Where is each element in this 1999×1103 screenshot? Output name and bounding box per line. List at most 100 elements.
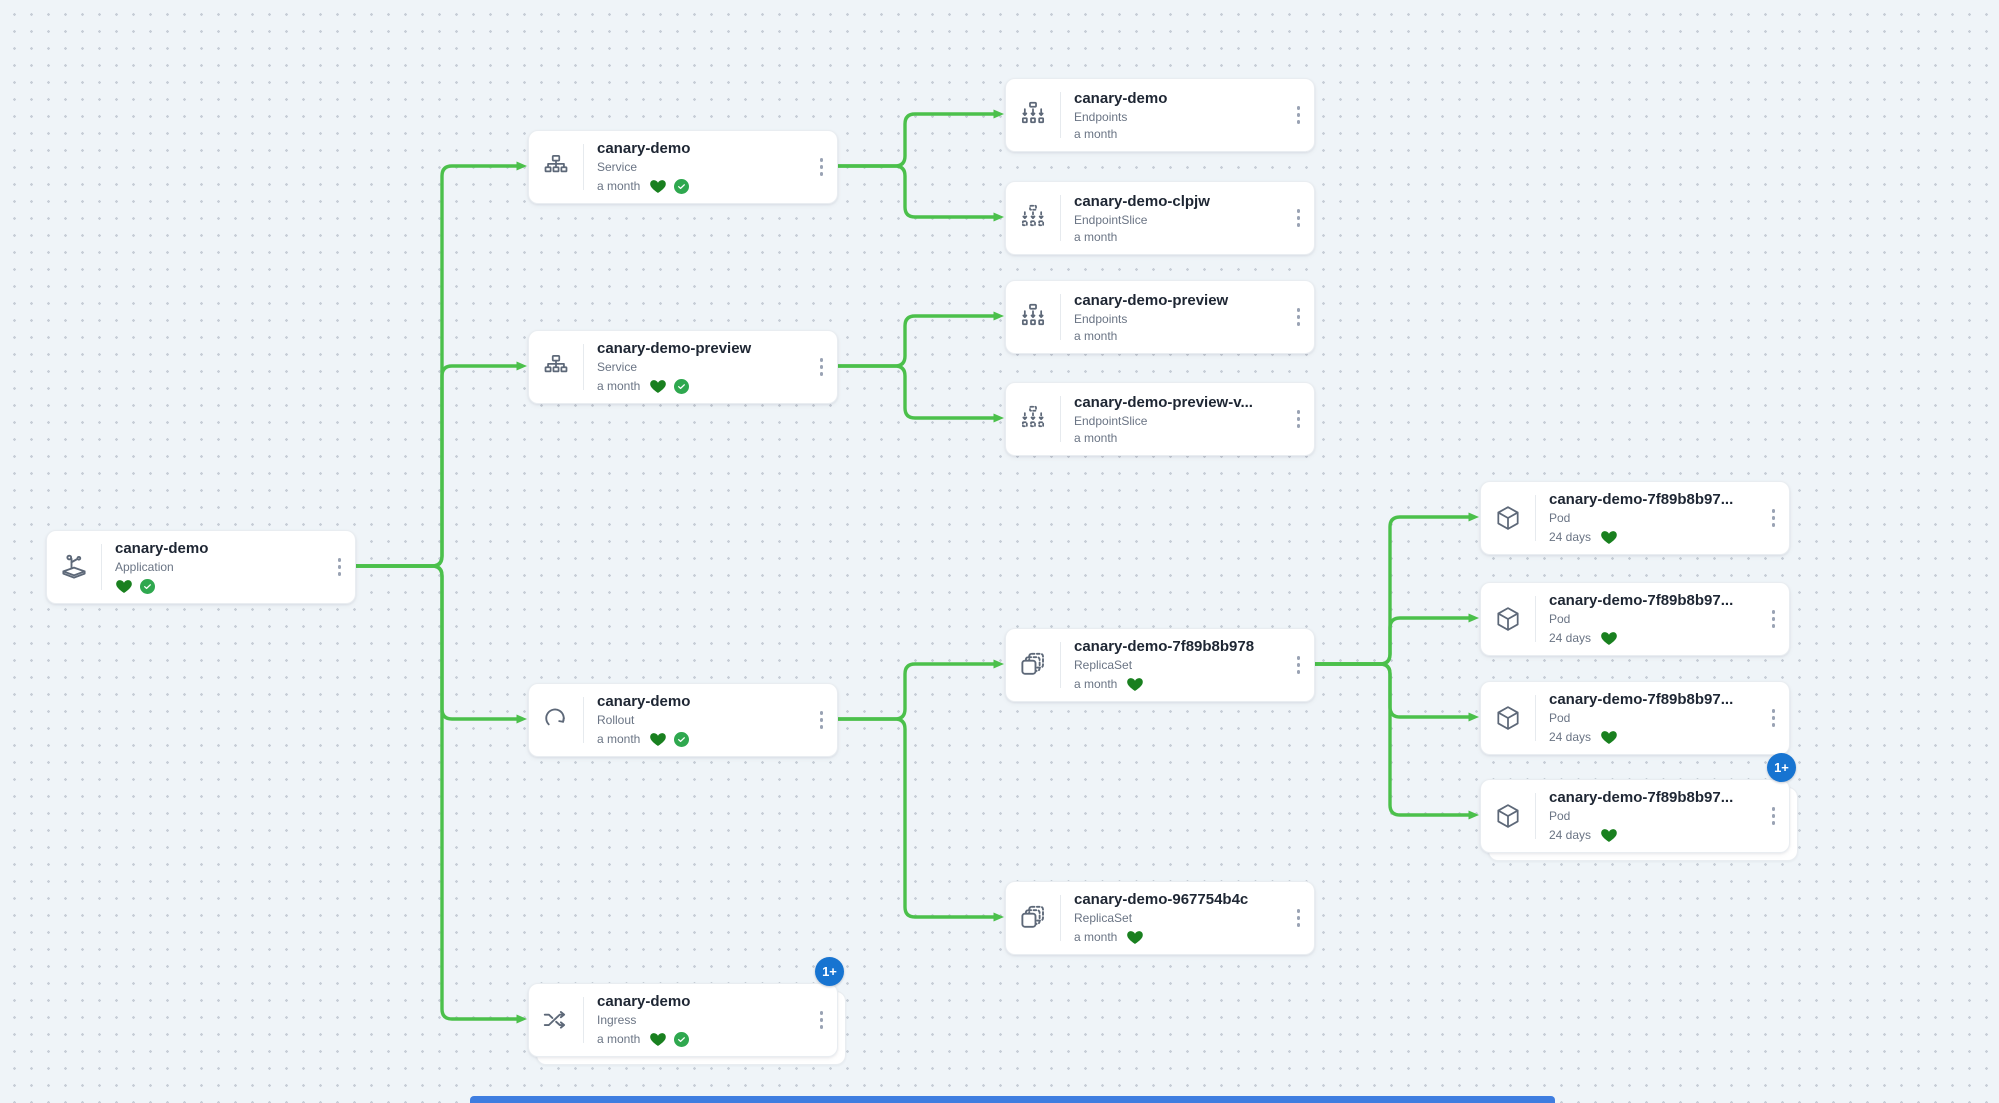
- resource-age: a month: [1074, 230, 1118, 245]
- resource-title: canary-demo-7f89b8b97...: [1549, 788, 1734, 806]
- resource-title: canary-demo-7f89b8b97...: [1549, 490, 1734, 508]
- service-icon: [529, 353, 583, 381]
- edge-rs-7f89b8b978-to-pod-4: [1311, 662, 1479, 820]
- sync-check-icon: [674, 178, 690, 194]
- pod-icon: [1481, 704, 1535, 732]
- endpoints-icon: [1006, 101, 1060, 129]
- resource-age: a month: [597, 1032, 641, 1047]
- card-divider: [583, 997, 584, 1043]
- resource-title: canary-demo-preview-v...: [1074, 393, 1253, 411]
- card-text: canary-demo-preview-v... EndpointSlice a m…: [1061, 394, 1291, 444]
- node-menu-button[interactable]: [1291, 98, 1307, 132]
- resource-kind: Pod: [1549, 808, 1571, 823]
- resource-kind: Pod: [1549, 611, 1571, 626]
- card-divider: [1060, 92, 1061, 138]
- node-menu-button[interactable]: [814, 350, 830, 384]
- card-divider: [101, 544, 102, 590]
- resource-kind: Pod: [1549, 510, 1571, 525]
- health-heart-icon: [1601, 829, 1617, 843]
- card-divider: [1535, 695, 1536, 741]
- card-divider: [1060, 895, 1061, 941]
- replicaset-icon: [1006, 903, 1060, 933]
- ingress-icon: [529, 1005, 583, 1035]
- node-menu-button[interactable]: [1291, 402, 1307, 436]
- health-heart-icon: [1601, 632, 1617, 646]
- more-items-badge[interactable]: 1+: [815, 957, 844, 986]
- node-menu-button[interactable]: [814, 150, 830, 184]
- resource-kind: EndpointSlice: [1074, 413, 1148, 428]
- edge-svc-preview-to-eps-preview: [834, 364, 1004, 423]
- resource-age: a month: [597, 379, 641, 394]
- node-menu-button[interactable]: [1766, 602, 1782, 636]
- horizontal-scrollbar[interactable]: [470, 1096, 1555, 1103]
- node-menu-button[interactable]: [1291, 648, 1307, 682]
- health-heart-icon: [116, 580, 132, 594]
- endpointslice-icon: [1006, 204, 1060, 232]
- sync-check-icon: [674, 378, 690, 394]
- more-items-badge[interactable]: 1+: [1767, 753, 1796, 782]
- node-menu-button[interactable]: [332, 550, 348, 584]
- node-menu-button[interactable]: [1291, 201, 1307, 235]
- resource-title: canary-demo: [1074, 89, 1168, 107]
- node-menu-button[interactable]: [1766, 799, 1782, 833]
- resource-age: a month: [1074, 930, 1118, 945]
- node-menu-button[interactable]: [1291, 300, 1307, 334]
- node-eps-preview[interactable]: canary-demo-preview-v... EndpointSlice a m…: [1005, 382, 1315, 456]
- resource-title: canary-demo-7f89b8b97...: [1549, 690, 1734, 708]
- resource-age: a month: [1074, 127, 1118, 142]
- health-heart-icon: [650, 180, 667, 194]
- resource-age: 24 days: [1549, 730, 1592, 745]
- resource-age: a month: [597, 179, 641, 194]
- card-divider: [1060, 294, 1061, 340]
- service-icon: [529, 153, 583, 181]
- resource-kind: Application: [115, 559, 174, 574]
- node-menu-button[interactable]: [814, 703, 830, 737]
- node-menu-button[interactable]: [814, 1003, 830, 1037]
- edge-svc-canary-demo-to-ep-canary-demo: [834, 109, 1004, 168]
- card-divider: [1535, 596, 1536, 642]
- resource-kind: Service: [597, 359, 638, 374]
- resource-kind: Ingress: [597, 1012, 637, 1027]
- node-menu-button[interactable]: [1766, 501, 1782, 535]
- pod-icon: [1481, 605, 1535, 633]
- node-pod-1[interactable]: canary-demo-7f89b8b97... Pod 24 days: [1480, 481, 1790, 555]
- resource-title: canary-demo: [597, 992, 691, 1010]
- resource-age: 24 days: [1549, 530, 1592, 545]
- application-icon: [47, 552, 101, 582]
- resource-age: a month: [1074, 431, 1118, 446]
- resource-age: a month: [1074, 329, 1118, 344]
- edge-app-root-to-svc-preview: [352, 361, 527, 568]
- resource-age: 24 days: [1549, 631, 1592, 646]
- sync-check-icon: [674, 731, 690, 747]
- node-menu-button[interactable]: [1291, 901, 1307, 935]
- node-menu-button[interactable]: [1766, 701, 1782, 735]
- card-divider: [583, 344, 584, 390]
- pod-icon: [1481, 802, 1535, 830]
- resource-kind: ReplicaSet: [1074, 910, 1133, 925]
- resource-title: canary-demo: [597, 139, 691, 157]
- card-divider: [583, 697, 584, 743]
- health-heart-icon: [1127, 678, 1144, 692]
